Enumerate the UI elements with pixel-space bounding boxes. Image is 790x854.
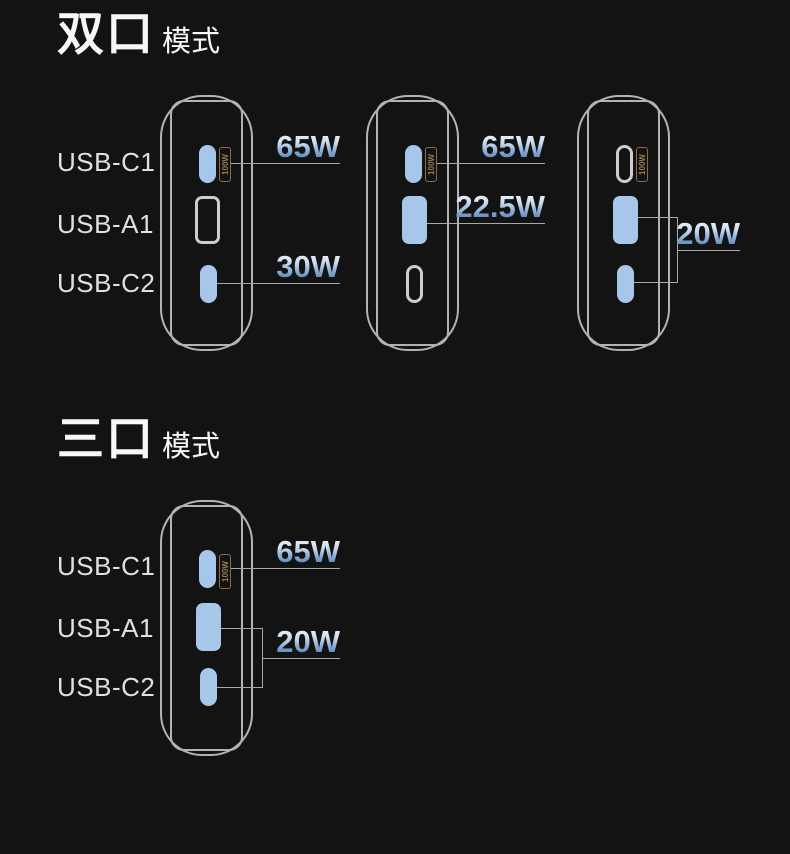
watt-label-c1: 65W [435, 131, 545, 163]
powerbank-diagram-1: 100W [160, 95, 253, 351]
port-label-usb-a1: USB-A1 [57, 613, 154, 643]
section-title-dual: 双口 模式 [57, 10, 220, 57]
port-label-usb-c2: USB-C2 [57, 268, 156, 298]
usb-a1-port-inactive [195, 196, 220, 244]
section-title-main: 三口 [57, 412, 155, 465]
usb-a1-port-active [196, 603, 221, 651]
watt-label-shared: 20W [640, 218, 740, 250]
usb-a1-port-active [613, 196, 638, 244]
usb-c2-port-active [200, 668, 217, 706]
usb-c2-port-active [617, 265, 634, 303]
leader-line-a1 [427, 223, 545, 224]
section-title-sub: 模式 [162, 430, 221, 463]
usb-c1-port-active [405, 145, 422, 183]
device-outline-outer [577, 95, 670, 351]
leader-line-shared [262, 658, 340, 659]
port-label-usb-c2: USB-C2 [57, 672, 156, 702]
usb-c1-max-power-tag: 100W [425, 147, 437, 182]
usb-c1-port-active [199, 145, 216, 183]
leader-line-c1 [231, 163, 340, 164]
usb-c2-port-active [200, 265, 217, 303]
device-outline-outer [160, 95, 253, 351]
bracket-line-c2 [634, 282, 677, 283]
bracket-line-a1 [638, 217, 677, 218]
usb-c1-max-power-tag: 100W [219, 554, 231, 589]
leader-line-shared [677, 250, 740, 251]
powerbank-diagram-3: 100W [577, 95, 670, 351]
usb-a1-port-active [402, 196, 427, 244]
watt-label-c1: 65W [230, 131, 340, 163]
watt-label-c2: 30W [230, 251, 340, 283]
usb-c1-port-inactive [616, 145, 633, 183]
tag-text: 100W [220, 561, 230, 582]
device-outline-inner [587, 100, 660, 346]
usb-c1-port-active [199, 550, 216, 588]
leader-line-c1 [231, 568, 340, 569]
usb-c1-max-power-tag: 100W [219, 147, 231, 182]
watt-label-a1: 22.5W [455, 189, 545, 224]
port-label-usb-c1: USB-C1 [57, 147, 156, 177]
device-outline-inner [170, 100, 243, 346]
section-title-sub: 模式 [162, 25, 221, 58]
port-label-usb-c1: USB-C1 [57, 551, 156, 581]
usb-c2-port-inactive [406, 265, 423, 303]
section-title-main: 双口 [57, 7, 155, 60]
bracket-line-c2 [217, 687, 262, 688]
watt-label-c1: 65W [230, 536, 340, 568]
port-label-usb-a1: USB-A1 [57, 209, 154, 239]
section-title-triple: 三口 模式 [57, 415, 220, 462]
bracket-line-a1 [221, 628, 262, 629]
leader-line-c1 [437, 163, 545, 164]
watt-label-shared: 20W [240, 626, 340, 658]
usb-c1-max-power-tag: 100W [636, 147, 648, 182]
leader-line-c2 [217, 283, 340, 284]
